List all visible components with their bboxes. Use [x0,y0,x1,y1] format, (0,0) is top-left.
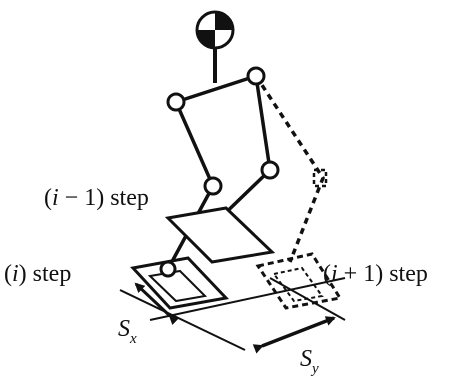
prev-step-label: (i − 1) step [44,185,149,211]
stride-y-label: Sy [300,346,319,377]
current-step-label: (i) step [4,261,71,287]
swing-leg [210,75,272,228]
stance-ankle-joint [159,260,177,278]
stride-x-label: Sx [118,316,137,347]
right-knee-joint [260,160,280,180]
left-knee-joint [203,176,223,196]
next-swing-leg-dashed [254,75,325,263]
prev-step-footprint [164,206,276,264]
stride-x-arrow [134,282,180,326]
next-step-footprint-inner [272,266,324,303]
left-hip-joint [166,92,186,112]
reference-line-forward [149,277,346,321]
pelvis-line [175,74,257,104]
right-hip-joint [246,66,266,86]
stride-y-arrow [252,316,336,354]
reference-line-next [269,277,346,321]
center-of-mass-icon [195,10,235,50]
next-step-label: (i + 1) step [323,261,428,287]
